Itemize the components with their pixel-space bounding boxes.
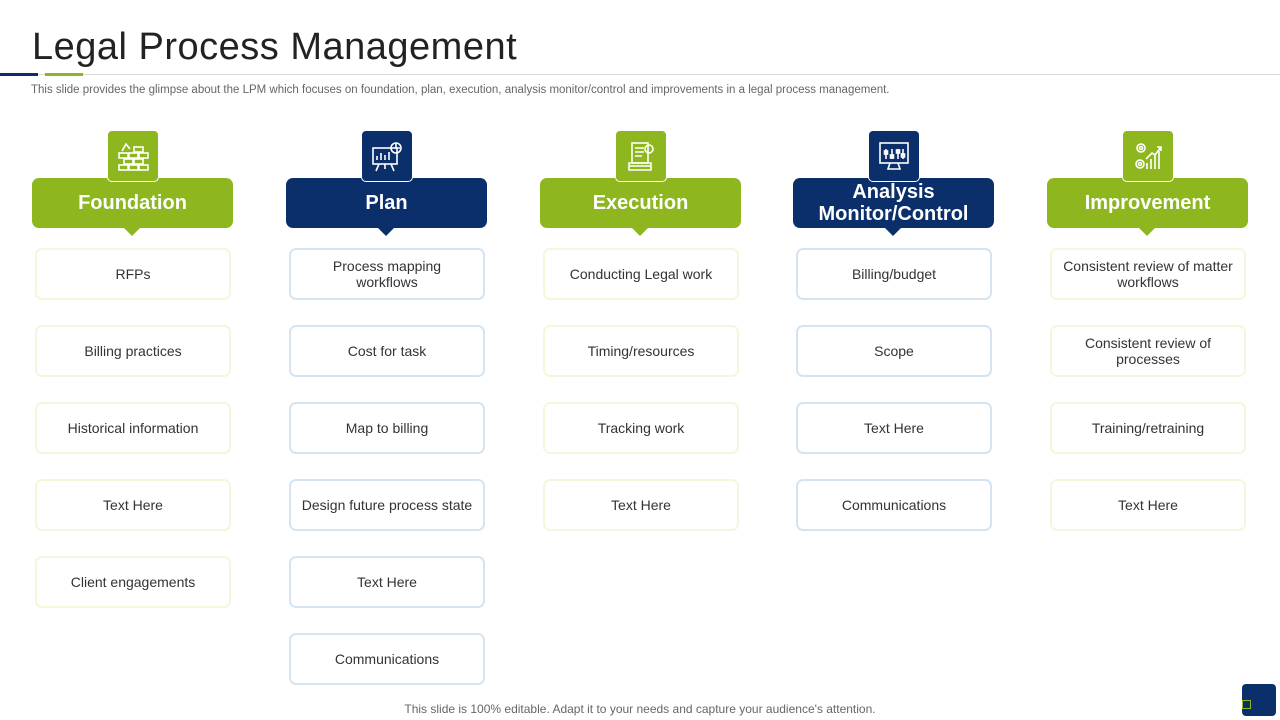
list-item: Text Here xyxy=(35,479,231,531)
list-item: Text Here xyxy=(796,402,992,454)
footer-note: This slide is 100% editable. Adapt it to… xyxy=(404,702,876,716)
divider-accent-green xyxy=(45,73,83,76)
list-item: Scope xyxy=(796,325,992,377)
corner-square-icon xyxy=(1242,700,1251,709)
header-execution: Execution xyxy=(540,178,741,236)
list-item: Text Here xyxy=(1050,479,1246,531)
monitor-controls-icon xyxy=(868,130,920,182)
list-item: Cost for task xyxy=(289,325,485,377)
list-item: Conducting Legal work xyxy=(543,248,739,300)
list-item: Text Here xyxy=(289,556,485,608)
header-foundation: Foundation xyxy=(32,178,233,236)
list-item: Billing/budget xyxy=(796,248,992,300)
list-item: Tracking work xyxy=(543,402,739,454)
presentation-board-icon xyxy=(361,130,413,182)
list-item: Communications xyxy=(289,633,485,685)
list-item: Training/retraining xyxy=(1050,402,1246,454)
header-improvement: Improvement xyxy=(1047,178,1248,236)
list-item: RFPs xyxy=(35,248,231,300)
title-divider xyxy=(0,74,1280,75)
list-item: Consistent review of processes xyxy=(1050,325,1246,377)
list-item: Process mapping workflows xyxy=(289,248,485,300)
document-gear-icon xyxy=(615,130,667,182)
page-title: Legal Process Management xyxy=(32,26,518,68)
brick-wall-icon xyxy=(107,130,159,182)
list-item: Timing/resources xyxy=(543,325,739,377)
list-item: Billing practices xyxy=(35,325,231,377)
growth-chart-gear-icon xyxy=(1122,130,1174,182)
list-item: Consistent review of matter workflows xyxy=(1050,248,1246,300)
divider-accent-blue xyxy=(0,73,38,76)
page-subtitle: This slide provides the glimpse about th… xyxy=(31,84,890,96)
corner-logo xyxy=(1242,684,1276,716)
list-item: Client engagements xyxy=(35,556,231,608)
header-plan: Plan xyxy=(286,178,487,236)
list-item: Communications xyxy=(796,479,992,531)
list-item: Text Here xyxy=(543,479,739,531)
list-item: Map to billing xyxy=(289,402,485,454)
header-analysis-monitor-control: Analysis Monitor/Control xyxy=(793,178,994,236)
list-item: Historical information xyxy=(35,402,231,454)
list-item: Design future process state xyxy=(289,479,485,531)
